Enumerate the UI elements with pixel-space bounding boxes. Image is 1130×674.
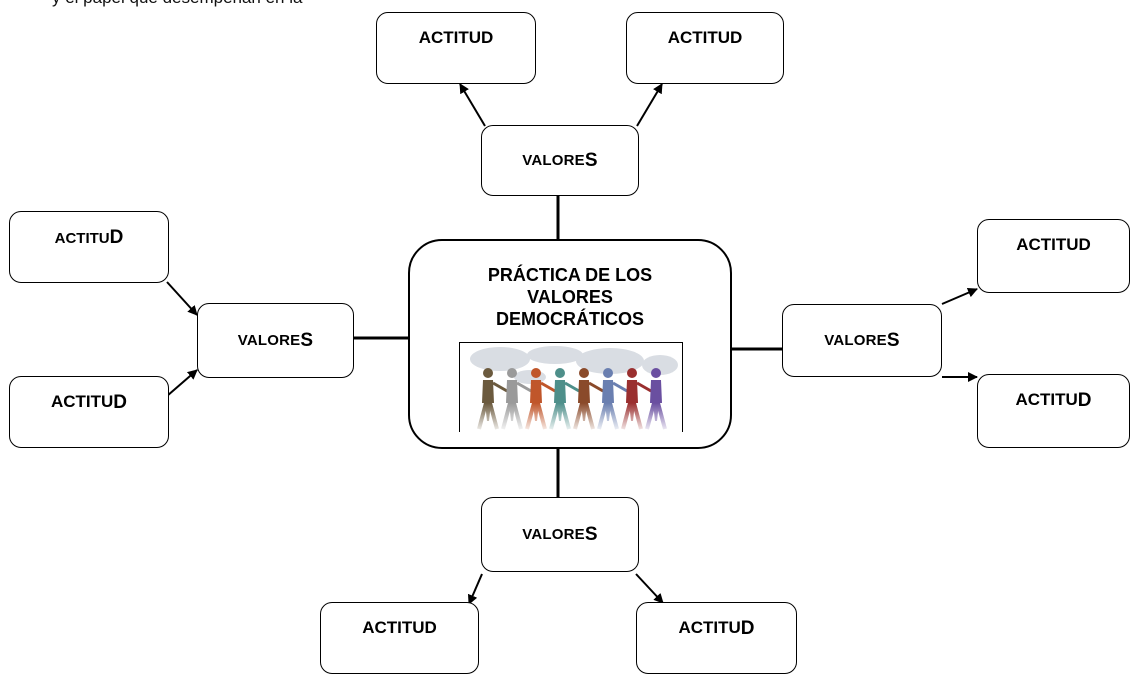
arrow-bottom-right <box>635 573 664 604</box>
arrow-right-top <box>941 287 978 305</box>
center-node: PRÁCTICA DE LOS VALORES DEMOCRÁTICOS <box>408 239 732 449</box>
valores-label: VALORE <box>237 332 301 349</box>
actitud-box-top-right: ACTITUD <box>626 12 784 84</box>
center-title-line-2: VALORES <box>527 287 613 307</box>
actitud-label: ACTITUD <box>1016 235 1091 254</box>
actitud-label: ACTITUD <box>667 28 743 47</box>
actitud-label: ACTITU <box>50 392 114 411</box>
valores-label-tail: S <box>584 149 598 171</box>
actitud-box-right-top: ACTITUD <box>977 219 1130 293</box>
actitud-label: ACTITU <box>1015 390 1078 409</box>
people-chain-illustration <box>460 346 682 432</box>
center-title-line-1: PRÁCTICA DE LOS <box>487 265 653 285</box>
valores-label: VALORE <box>824 332 887 349</box>
actitud-label: ACTITU <box>678 618 741 637</box>
actitud-label: ACTITUD <box>418 28 494 47</box>
valores-label: VALORE <box>522 152 585 169</box>
actitud-label-tail: D <box>113 392 128 413</box>
arrow-bottom-left <box>467 573 483 605</box>
world-map-background <box>470 346 678 384</box>
actitud-label: ACTITUD <box>362 618 437 637</box>
actitud-label: ACTITU <box>54 230 110 247</box>
arrow-top-left <box>459 83 486 127</box>
arrow-left-top <box>166 281 198 316</box>
valores-label-tail: S <box>300 329 314 351</box>
actitud-box-bottom-left: ACTITUD <box>320 602 479 674</box>
valores-label: VALORE <box>522 526 585 543</box>
center-title: PRÁCTICA DE LOS VALORES DEMOCRÁTICOS <box>410 264 730 330</box>
actitud-box-top-left: ACTITUD <box>376 12 536 84</box>
valores-label-tail: S <box>886 329 900 351</box>
intro-text: y el papel que desempeñan en la <box>52 0 302 8</box>
valores-label-tail: S <box>584 523 598 545</box>
actitud-label-tail: D <box>1077 390 1092 411</box>
center-title-line-3: DEMOCRÁTICOS <box>496 309 644 329</box>
arrow-left-bottom <box>166 369 198 397</box>
people-chain-image <box>459 342 683 432</box>
actitud-label-tail: D <box>109 227 124 248</box>
arrow-top-right <box>636 83 663 127</box>
actitud-label-tail: D <box>740 618 755 639</box>
